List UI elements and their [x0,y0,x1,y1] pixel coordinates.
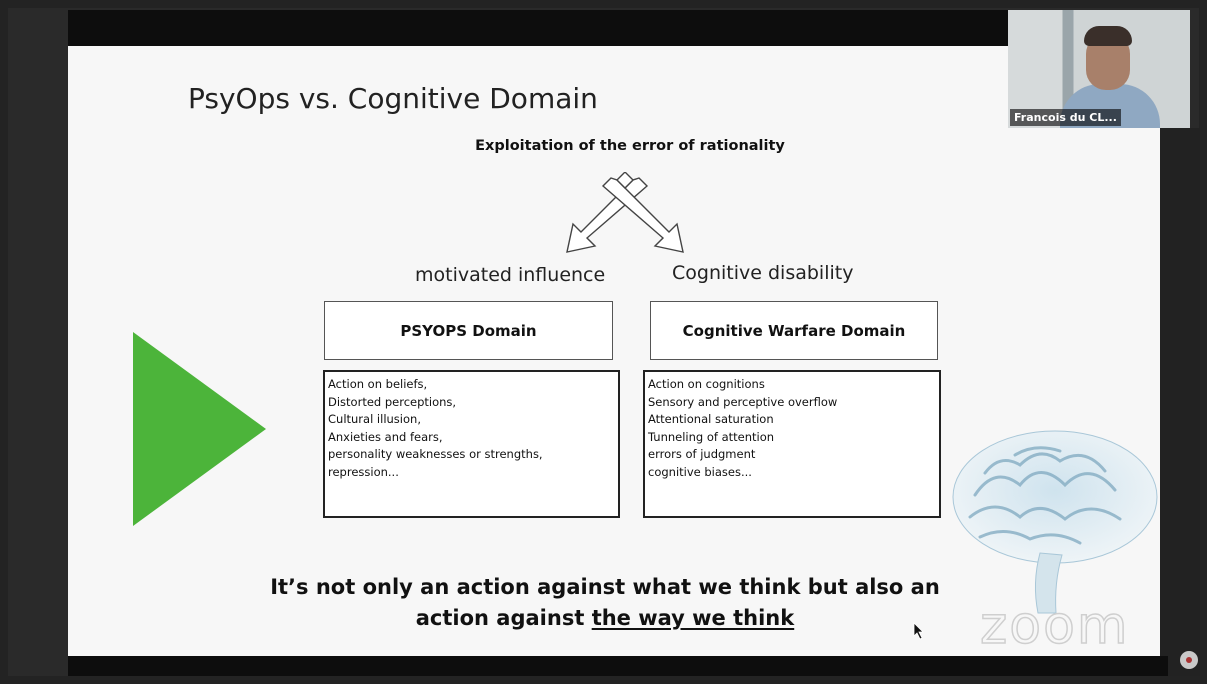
zoom-watermark: zoom [979,595,1130,657]
list-item: Action on cognitions [648,377,765,391]
cognitive-domain-title: Cognitive Warfare Domain [682,321,906,340]
psyops-domain-title: PSYOPS Domain [400,321,537,340]
play-triangle-icon [133,332,266,526]
conclusion-line-2: action against the way we think [240,603,970,634]
mouse-cursor-icon [913,622,924,640]
psyops-list: Action on beliefs, Distorted perceptions… [323,370,620,518]
list-item: Cultural illusion, [328,412,421,426]
conclusion-text: It’s not only an action against what we … [240,572,970,634]
conclusion-underlined-phrase: the way we think [591,606,795,630]
slide-subtitle: Exploitation of the error of rationality [475,138,785,154]
list-item: Distorted perceptions, [328,394,457,409]
participant-name-label: Francois du CL... [1010,109,1121,126]
list-item: personality weaknesses or strengths, [328,447,543,461]
conclusion-line-2-prefix: action against [415,606,592,630]
crossing-arrows-icon [566,172,684,253]
slide-title: PsyOps vs. Cognitive Domain [188,82,598,115]
participant-video-tile[interactable]: Francois du CL... [1008,10,1190,128]
list-item: Action on beliefs, [328,377,428,391]
brain-icon [952,430,1158,614]
list-item: Sensory and perceptive overflow [648,394,838,409]
top-black-bar [68,10,1008,46]
list-item: cognitive biases... [648,464,752,479]
shared-slide [68,46,1160,656]
psyops-domain-box: PSYOPS Domain [324,301,613,360]
list-item: Attentional saturation [648,412,774,426]
list-item: Tunneling of attention [648,429,775,444]
right-black-strip [1160,128,1200,676]
conclusion-line-1: It’s not only an action against what we … [270,575,940,599]
list-item: errors of judgment [648,447,756,461]
cognitive-list: Action on cognitions Sensory and percept… [643,370,941,518]
recording-indicator-icon[interactable] [1180,651,1198,669]
participant-hair [1084,26,1132,46]
cognitive-domain-box: Cognitive Warfare Domain [650,301,938,360]
bottom-black-bar [68,656,1168,676]
right-branch-label: Cognitive disability [672,262,854,284]
left-branch-label: motivated influence [415,264,606,286]
list-item: repression... [328,464,399,479]
list-item: Anxieties and fears, [328,429,443,444]
